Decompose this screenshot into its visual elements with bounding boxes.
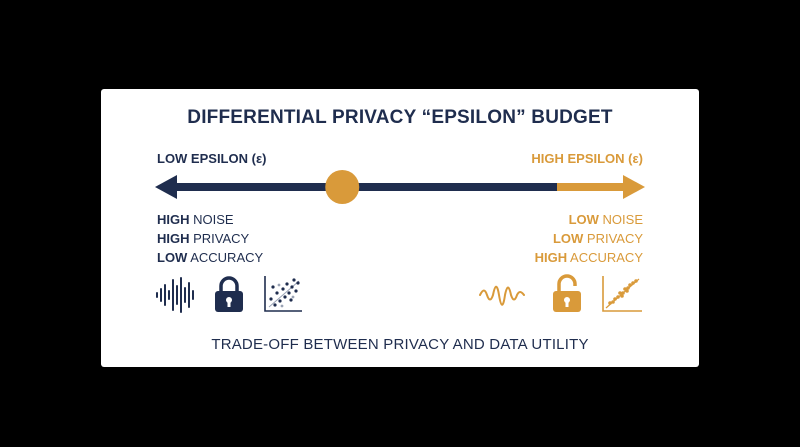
locked-padlock-icon — [215, 276, 243, 312]
epsilon-budget-card: DIFFERENTIAL PRIVACY “EPSILON” BUDGET LO… — [101, 89, 699, 367]
low-epsilon-label: LOW EPSILON (ε) — [157, 151, 267, 166]
left-arrowhead — [155, 175, 177, 199]
diagram-footer: TRADE-OFF BETWEEN PRIVACY AND DATA UTILI… — [211, 336, 589, 353]
right-arrowhead — [623, 175, 645, 199]
slider-knob[interactable] — [325, 170, 360, 204]
epsilon-slider — [155, 170, 645, 204]
unlocked-padlock-icon — [553, 274, 581, 312]
smooth-wave-icon — [479, 285, 525, 306]
low-accuracy-row: LOW ACCURACY — [157, 250, 264, 265]
high-noise-row: LOW NOISE — [568, 212, 643, 227]
noisy-scatter-icon — [264, 276, 302, 312]
high-privacy-row: LOW PRIVACY — [552, 231, 643, 246]
low-privacy-row: HIGH PRIVACY — [157, 231, 250, 246]
low-noise-row: HIGH NOISE — [157, 212, 234, 227]
high-epsilon-properties: LOW NOISE LOW PRIVACY HIGH ACCURACY — [535, 210, 643, 267]
diagram-title: DIFFERENTIAL PRIVACY “EPSILON” BUDGET — [187, 107, 613, 128]
tight-scatter-icon — [602, 276, 642, 312]
slider-track-gold — [557, 183, 627, 191]
high-accuracy-row: HIGH ACCURACY — [534, 250, 643, 265]
high-epsilon-label: HIGH EPSILON (ε) — [531, 151, 643, 166]
slider-track-navy — [175, 183, 559, 191]
noise-waveform-icon — [156, 277, 194, 313]
low-epsilon-properties: HIGH NOISE HIGH PRIVACY LOW ACCURACY — [157, 210, 263, 267]
